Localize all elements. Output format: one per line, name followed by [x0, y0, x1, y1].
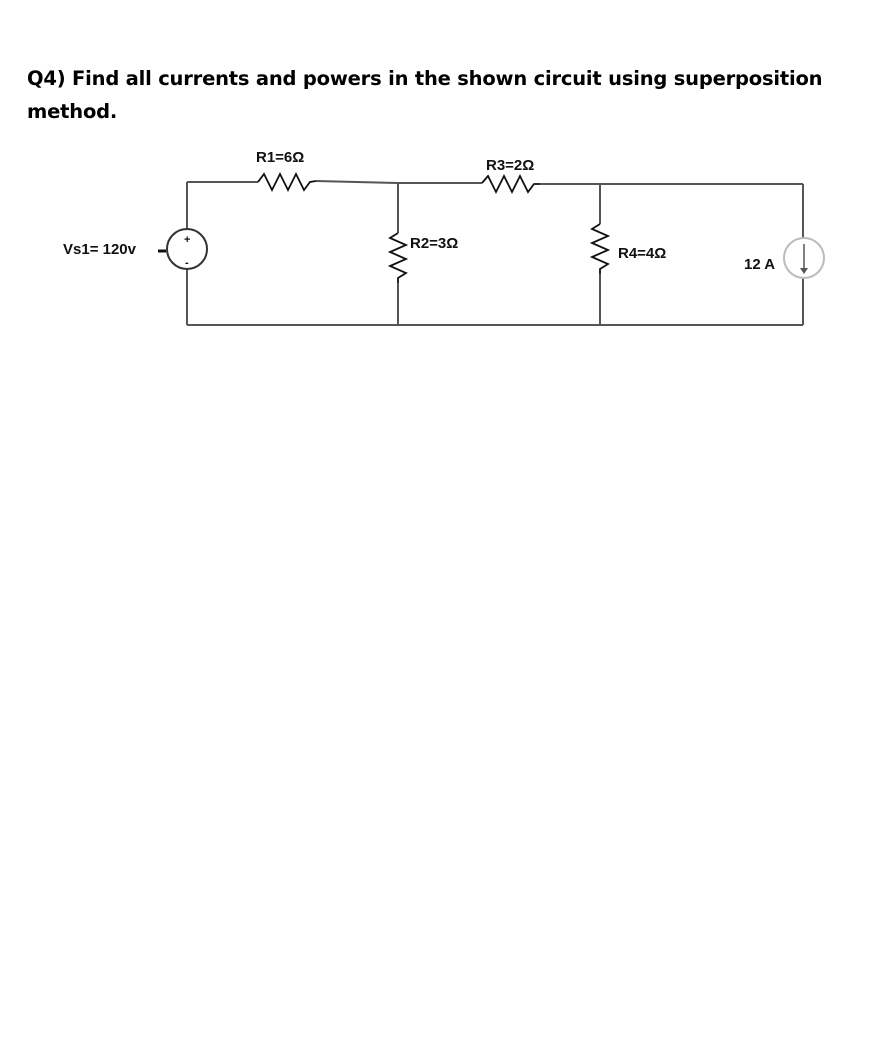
question-text: Q4) Find all currents and powers in the …: [27, 62, 827, 128]
wire-top-r1-nodeA: [315, 180, 399, 184]
r3-label: R3=2Ω: [486, 157, 534, 174]
current-source: [783, 237, 825, 279]
voltage-source-minus: -: [185, 257, 189, 269]
current-source-label: 12 A: [744, 256, 775, 273]
r3-resistor: [481, 173, 540, 195]
wires: [186, 180, 804, 326]
voltage-source-circle: [166, 228, 208, 270]
voltage-source: + -: [158, 228, 208, 270]
vs1-label: Vs1= 120v: [63, 241, 137, 258]
current-source-arrow-head: [800, 268, 808, 274]
r2-resistor: [387, 232, 409, 283]
voltage-source-plus: +: [184, 234, 190, 246]
question-line-1: Q4) Find all currents and powers in the …: [27, 67, 823, 90]
r4-resistor: [589, 223, 611, 274]
r4-label: R4=4Ω: [618, 245, 666, 262]
r2-label: R2=3Ω: [410, 235, 458, 252]
r1-label: R1=6Ω: [256, 149, 304, 166]
question-line-2: method.: [27, 100, 118, 123]
r1-resistor: [257, 171, 317, 193]
